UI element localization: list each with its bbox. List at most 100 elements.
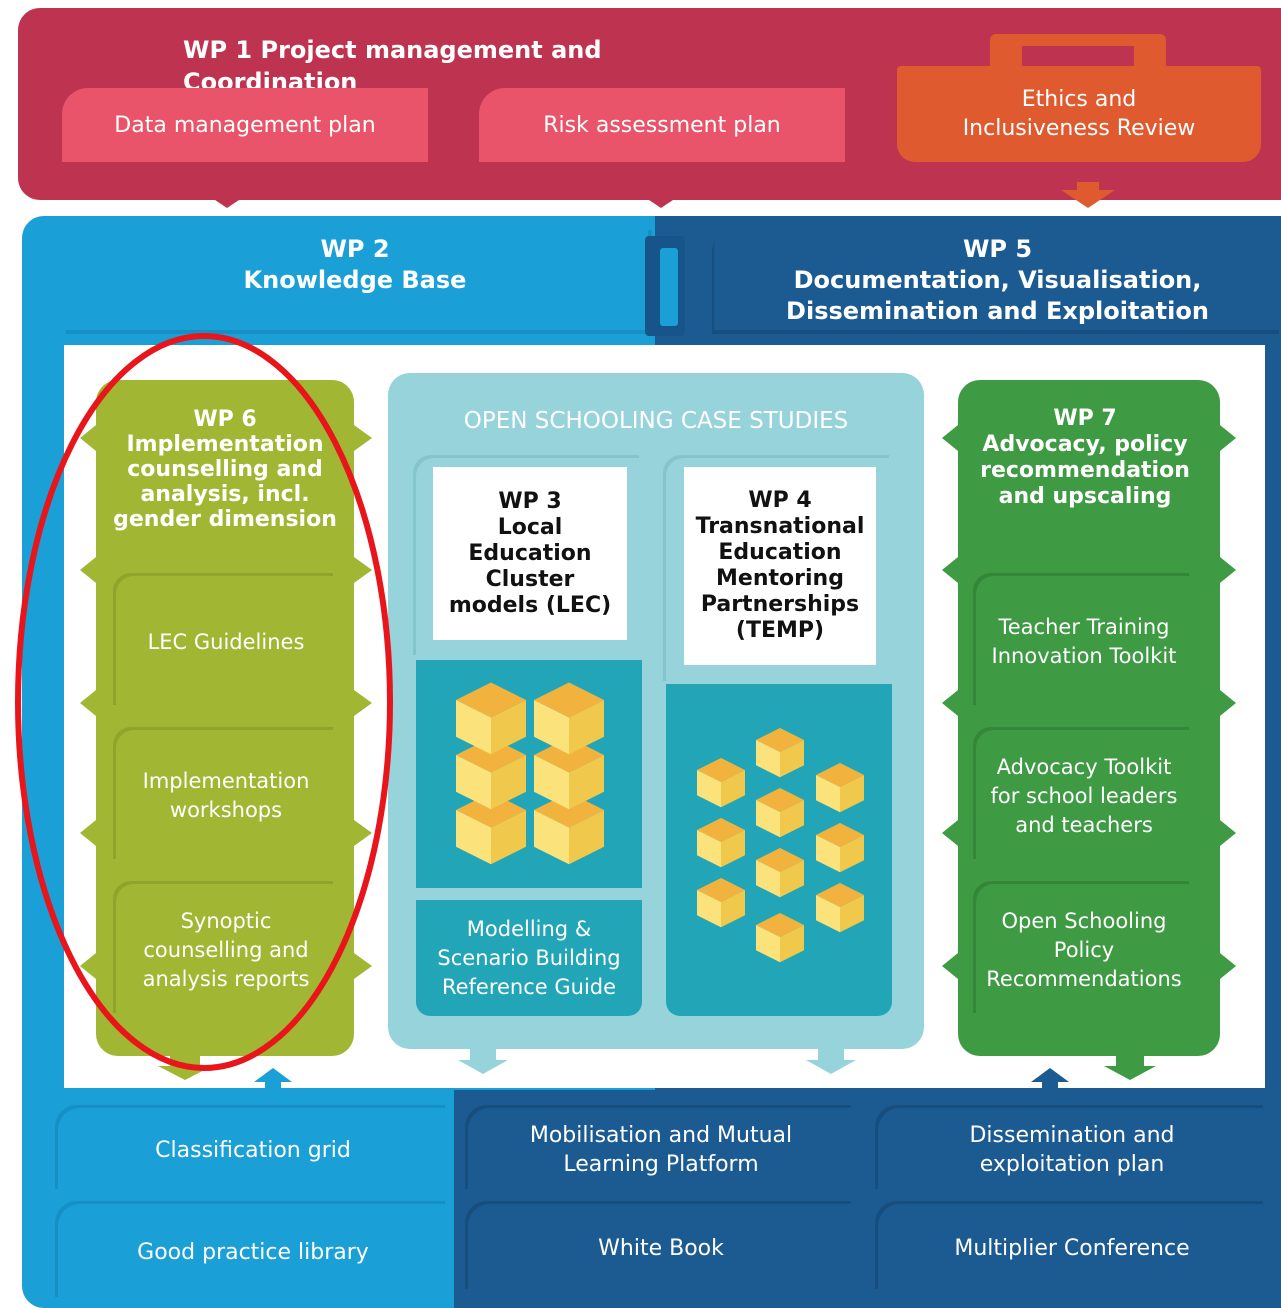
cube-left-face [816,775,840,813]
wp2-label-line-2: Knowledge Base [243,266,467,294]
cube-left-face [697,830,721,868]
wp1-title: WP 1 Project management and Coordination [183,36,602,96]
wp7-label-line-1: WP 7 [1053,406,1117,431]
good-practice-library-box: Good practice library [58,1204,448,1300]
implementation-workshops-line-1: Implementation [142,769,310,793]
cube-left-face [456,755,491,810]
wp2-header: WP 2 Knowledge Base [62,226,648,330]
kb-up-arrow [254,1068,292,1090]
wp3-cube-cluster [456,682,604,865]
cube-left-face [756,925,780,963]
wp7-item-teacher-training: Teacher Training Innovation Toolkit [976,576,1192,708]
wp6-label-line-4: analysis, incl. [140,482,310,507]
cube-left-face [816,895,840,933]
cube-left-face [697,890,721,928]
ethics-line-1: Ethics and [1021,87,1137,112]
synoptic-line-3: analysis reports [142,966,310,991]
modelling-guide-box: Modelling & Scenario Building Reference … [416,900,642,1016]
advocacy-toolkit-line-3: and teachers [1015,812,1153,837]
advocacy-toolkit-line-1: Advocacy Toolkit [996,754,1172,779]
risk-assessment-plan-box: Risk assessment plan [479,88,845,162]
cube-right-face [721,890,745,928]
wp7-item-policy-recommendations: Open Schooling Policy Recommendations [976,884,1192,1016]
wp4-label-line-4: Mentoring [716,566,844,591]
ethics-review-box: Ethics and Inclusiveness Review [897,66,1261,162]
modelling-guide-line-2: Scenario Building [437,945,621,970]
cube-left-face [756,860,780,898]
cube-right-face [780,860,804,898]
wp2-label-line-1: WP 2 [320,235,390,263]
arrow-down-2 [634,182,688,208]
cube-right-face [491,810,526,865]
wp6-highlight-ellipse [15,333,393,1071]
cube-left-face [756,740,780,778]
cube-left-face [756,800,780,838]
wp6-label-line-3: counselling and [127,457,323,482]
cube-right-face [840,775,864,813]
classification-grid-box: Classification grid [58,1108,448,1192]
cube-left-face [534,755,569,810]
implementation-workshops-line-2: workshops [169,798,283,822]
lec-guidelines-label: LEC Guidelines [147,630,305,654]
teacher-training-line-2: Innovation Toolkit [991,644,1177,668]
wp3-card: WP 3 Local Education Cluster models (LEC… [433,467,627,640]
synoptic-line-1: Synoptic [180,908,272,933]
modelling-guide-line-1: Modelling & [466,916,592,941]
arrow-down-3 [1061,182,1115,208]
wp6-header: WP 6 Implementation counselling and anal… [96,407,354,547]
cube-right-face [569,700,604,755]
case-studies-title: OPEN SCHOOLING CASE STUDIES [463,408,849,434]
policy-recommendations-line-1: Open Schooling [1001,908,1167,933]
wp3-cube-area [416,660,642,888]
dissemination-plan-line-1: Dissemination and [969,1123,1175,1148]
cube-left-face [456,700,491,755]
cube-left-face [816,835,840,873]
wp5-label-line-3: Dissemination and Exploitation [786,297,1209,325]
wp4-label-line-5: Partnerships [700,592,860,617]
wp7-notches [942,425,1236,979]
wp7-label-line-4: and upscaling [998,484,1172,509]
dissemination-plan-line-2: exploitation plan [979,1152,1165,1177]
wp6-label-line-2: Implementation [126,432,324,457]
wp1-arrows [200,182,1115,208]
learning-platform-box: Mobilisation and Mutual Learning Platfor… [468,1108,854,1192]
data-management-plan-label: Data management plan [114,112,376,138]
cube-right-face [780,800,804,838]
cube-left-face [456,810,491,865]
wp7-down-arrow [1104,1056,1156,1080]
wp7-label-line-2: Advocacy, policy [982,432,1188,457]
learning-platform-line-2: Learning Platform [563,1152,759,1177]
cube-right-face [569,755,604,810]
learning-platform-line-1: Mobilisation and Mutual [529,1123,793,1148]
wp6-label-line-5: gender dimension [113,507,337,532]
wp7-header: WP 7 Advocacy, policy recommendation and… [958,406,1212,526]
wp4-label-line-3: Education [718,540,842,565]
wp4-label-line-2: Transnational [695,514,865,539]
wp5-label-line-1: WP 5 [962,235,1033,263]
wp4-cube-cluster [697,728,864,963]
policy-recommendations-line-3: Recommendations [986,966,1182,991]
wp5-header: WP 5 Documentation, Visualisation, Disse… [714,226,1281,330]
advocacy-toolkit-line-2: for school leaders [990,783,1178,808]
wp5-connector-bar [660,248,678,326]
cube-left-face [534,700,569,755]
wp4-card: WP 4 Transnational Education Mentoring P… [684,467,876,665]
classification-grid-label: Classification grid [155,1137,351,1163]
wp4-label-line-6: (TEMP) [735,618,825,643]
wp3-label-line-2: Local [497,514,563,540]
teacher-training-line-1: Teacher Training [998,615,1170,639]
wp6-item-synoptic-reports: Synoptic counselling and analysis report… [116,884,336,1016]
wp4-label-line-1: WP 4 [748,488,812,513]
wp6-item-lec-guidelines: LEC Guidelines [116,576,336,708]
wp7-label-line-3: recommendation [980,458,1190,483]
wp3-label-line-3: Education [468,540,592,566]
wp3-label-line-5: models (LEC) [448,592,612,618]
policy-recommendations-line-2: Policy [1053,937,1115,962]
cube-right-face [491,700,526,755]
good-practice-library-label: Good practice library [137,1239,369,1265]
cube-left-face [697,770,721,808]
multiplier-conference-label: Multiplier Conference [954,1235,1190,1261]
multiplier-conference-box: Multiplier Conference [878,1204,1266,1292]
wp5-label-line-2: Documentation, Visualisation, [793,266,1202,294]
white-book-label: White Book [598,1235,724,1261]
